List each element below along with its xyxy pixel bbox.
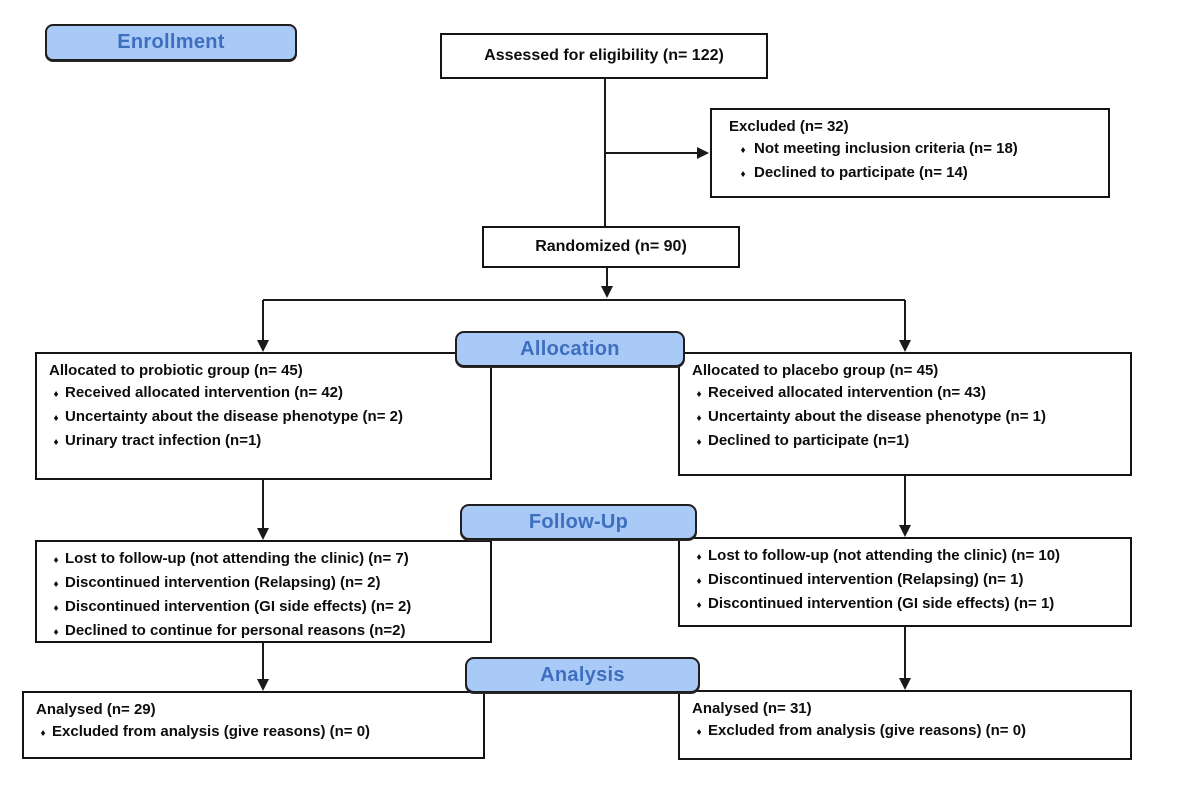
box-followup-placebo: ♦ Lost to follow-up (not attending the cl… <box>678 537 1132 627</box>
excluded-items: ♦Not meeting inclusion criteria (n= 18)♦… <box>722 138 1098 186</box>
bullet-item: ♦ Discontinued intervention (Relapsing) (… <box>47 572 480 596</box>
bullet-item: ♦ Lost to follow-up (not attending the cl… <box>47 548 480 572</box>
bullet-item-text: Discontinued intervention (GI side effec… <box>65 598 412 615</box>
box-analysis-placebo: Analysed (n= 31) ♦ Excluded from analysis… <box>678 690 1132 760</box>
randomized-text: Randomized (n= 90) <box>535 238 687 255</box>
bullet-item-text: Urinary tract infection (n=1) <box>65 432 262 449</box>
diamond-bullet-icon: ♦ <box>696 727 702 738</box>
bullet-item: ♦ Discontinued intervention (GI side effe… <box>47 596 480 620</box>
bullet-item-text: Received allocated intervention (n= 42) <box>65 384 344 401</box>
bullet-item-text: Declined to participate (n= 14) <box>754 164 968 181</box>
analysis-probiotic-title: Analysed (n= 29) <box>36 701 156 718</box>
bullet-item-text: Declined to participate (n=1) <box>708 432 910 449</box>
diamond-bullet-icon: ♦ <box>696 576 702 587</box>
stage-label-enrollment: Enrollment <box>45 24 297 61</box>
bullet-item: ♦ Discontinued intervention (Relapsing) (… <box>690 569 1120 593</box>
stage-label-allocation: Allocation <box>455 331 685 367</box>
diamond-bullet-icon: ♦ <box>740 169 746 180</box>
bullet-item: ♦ Excluded from analysis (give reasons) (… <box>34 721 473 745</box>
bullet-item: ♦ Received allocated intervention (n= 43) <box>690 382 1120 406</box>
bullet-item-text: Discontinued intervention (Relapsing) (n… <box>65 574 381 591</box>
box-excluded: Excluded (n= 32) ♦ Not meeting inclusion … <box>710 108 1110 198</box>
bullet-item-text: Uncertainty about the disease phenotype … <box>65 408 403 425</box>
bullet-item-text: Lost to follow-up (not attending the cli… <box>708 547 1061 564</box>
diamond-bullet-icon: ♦ <box>53 413 59 424</box>
diamond-bullet-icon: ♦ <box>696 389 702 400</box>
bullet-item: ♦ Uncertainty about the disease phenotype… <box>47 406 480 430</box>
bullet-item: ♦ Not meeting inclusion criteria (n= 18) <box>722 138 1098 162</box>
diamond-bullet-icon: ♦ <box>53 627 59 638</box>
bullet-item: ♦ Received allocated intervention (n= 42) <box>47 382 480 406</box>
alloc-placebo-items: ♦ Received allocated intervention (n= 43)… <box>690 382 1120 454</box>
bullet-item-text: Received allocated intervention (n= 43) <box>708 384 987 401</box>
bullet-item: ♦ Excluded from analysis (give reasons) (… <box>690 720 1120 744</box>
diamond-bullet-icon: ♦ <box>53 389 59 400</box>
stage-label-analysis: Analysis <box>465 657 700 693</box>
diamond-bullet-icon: ♦ <box>696 600 702 611</box>
diamond-bullet-icon: ♦ <box>53 437 59 448</box>
bullet-item: ♦ Urinary tract infection (n=1) <box>47 430 480 454</box>
bullet-item: ♦ Declined to continue for personal reaso… <box>47 620 480 644</box>
diamond-bullet-icon: ♦ <box>53 579 59 590</box>
box-allocated-placebo: Allocated to placebo group (n= 45) ♦ Rece… <box>678 352 1132 476</box>
assessed-text: Assessed for eligibility (n= 122) <box>484 47 724 64</box>
diamond-bullet-icon: ♦ <box>53 603 59 614</box>
analysis-probiotic-items: ♦ Excluded from analysis (give reasons) (… <box>34 721 473 745</box>
stage-label-followup: Follow-Up <box>460 504 697 540</box>
alloc-probiotic-title: Allocated to probiotic group (n= 45) <box>49 362 303 379</box>
box-followup-probiotic: ♦ Lost to follow-up (not attending the cl… <box>35 540 492 643</box>
bullet-item: ♦ Declined to participate (n=1) <box>690 430 1120 454</box>
diamond-bullet-icon: ♦ <box>53 555 59 566</box>
bullet-item: ♦ Uncertainty about the disease phenotype… <box>690 406 1120 430</box>
bullet-item-text: Discontinued intervention (Relapsing) (n… <box>708 571 1024 588</box>
bullet-item: ♦ Discontinued intervention (GI side effe… <box>690 593 1120 617</box>
diamond-bullet-icon: ♦ <box>740 145 746 156</box>
analysis-placebo-items: ♦ Excluded from analysis (give reasons) (… <box>690 720 1120 744</box>
alloc-placebo-title: Allocated to placebo group (n= 45) <box>692 362 939 379</box>
followup-probiotic-items: ♦ Lost to follow-up (not attending the cl… <box>47 548 480 644</box>
box-allocated-probiotic: Allocated to probiotic group (n= 45) ♦ Re… <box>35 352 492 480</box>
bullet-item-text: Discontinued intervention (GI side effec… <box>708 595 1055 612</box>
excluded-title: Excluded (n= 32) <box>729 118 849 135</box>
bullet-item-text: Lost to follow-up (not attending the cli… <box>65 550 409 567</box>
diamond-bullet-icon: ♦ <box>696 437 702 448</box>
alloc-probiotic-items: ♦ Received allocated intervention (n= 42)… <box>47 382 480 454</box>
bullet-item: ♦ Lost to follow-up (not attending the cl… <box>690 545 1120 569</box>
analysis-placebo-title: Analysed (n= 31) <box>692 700 812 717</box>
diamond-bullet-icon: ♦ <box>696 552 702 563</box>
bullet-item-text: Excluded from analysis (give reasons) (n… <box>52 723 371 740</box>
diamond-bullet-icon: ♦ <box>696 413 702 424</box>
box-analysis-probiotic: Analysed (n= 29) ♦ Excluded from analysis… <box>22 691 485 759</box>
box-assessed-for-eligibility: Assessed for eligibility (n= 122) <box>440 33 768 79</box>
bullet-item-text: Not meeting inclusion criteria (n= 18) <box>754 140 1018 157</box>
diamond-bullet-icon: ♦ <box>40 728 46 739</box>
bullet-item-text: Excluded from analysis (give reasons) (n… <box>708 722 1027 739</box>
bullet-item-text: Declined to continue for personal reason… <box>65 622 406 639</box>
followup-placebo-items: ♦ Lost to follow-up (not attending the cl… <box>690 545 1120 617</box>
bullet-item: ♦ Declined to participate (n= 14) <box>722 162 1098 186</box>
box-randomized: Randomized (n= 90) <box>482 226 740 268</box>
bullet-item-text: Uncertainty about the disease phenotype … <box>708 408 1046 425</box>
